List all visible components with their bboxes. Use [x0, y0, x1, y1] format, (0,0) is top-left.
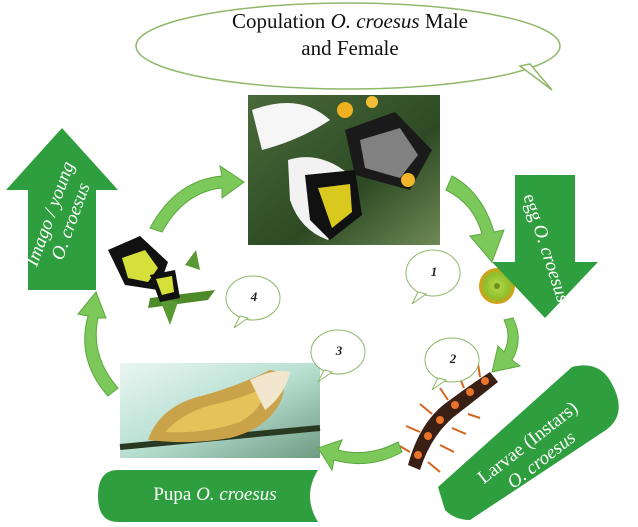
arrow-to-larva: [492, 318, 520, 372]
butterfly-icon: [108, 236, 215, 325]
pupa-label: Pupa O. croesus: [120, 484, 310, 506]
arrow-to-imago: [78, 292, 118, 396]
step-number-2: 2: [443, 351, 463, 367]
step-number-3: 3: [329, 343, 349, 359]
title-ellipse-tail: [520, 64, 552, 90]
arrow-to-pupa: [318, 440, 402, 470]
mating-butterflies-photo: [248, 95, 440, 245]
arrow-to-egg: [446, 176, 504, 262]
arrow-to-copulation: [150, 166, 244, 232]
chrysalis-photo: [120, 363, 320, 458]
diagram-title: Copulation O. croesus Male and Female: [150, 8, 550, 63]
step-number-4: 4: [244, 289, 264, 305]
step-number-1: 1: [424, 264, 444, 280]
